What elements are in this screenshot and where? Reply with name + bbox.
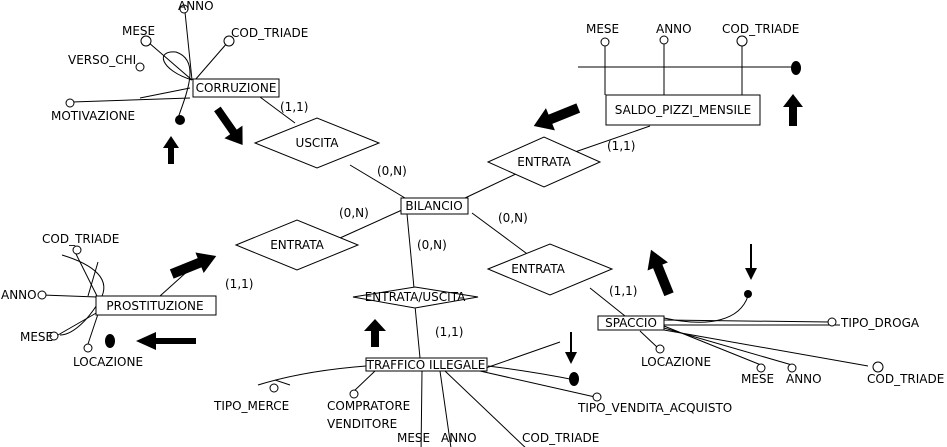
relation-uscita: USCITA: [253, 117, 381, 169]
attr-corruzione-anno: ANNO: [178, 0, 214, 13]
corruzione-label: CORRUZIONE: [196, 81, 277, 95]
traffico-label: TRAFFICO ILLEGALE: [366, 358, 486, 372]
relation-entrata-left: ENTRATA: [234, 219, 360, 271]
attr-corruzione-verso-chi: VERSO_CHI: [68, 53, 136, 67]
card-bilancio-right: (0,N): [498, 211, 528, 225]
attr-prostituzione-cod-triade: COD_TRIADE: [42, 232, 119, 246]
attr-saldo-anno: ANNO: [656, 22, 692, 36]
relation-entrata-top: ENTRATA: [486, 136, 602, 188]
card-bilancio-left: (0,N): [339, 206, 369, 220]
attr-spaccio-locazione: LOCAZIONE: [641, 355, 711, 369]
prostituzione-label: PROSTITUZIONE: [106, 299, 203, 313]
card-bilancio-bottom: (0,N): [417, 238, 447, 252]
arrow-up-icon: [163, 136, 179, 164]
arrow-left-down-icon: [533, 103, 581, 131]
attr-prostituzione-anno: ANNO: [1, 288, 37, 302]
spaccio-label: SPACCIO: [605, 316, 657, 330]
entity-bilancio: BILANCIO: [400, 197, 469, 215]
corruzione-attributes: [65, 4, 235, 125]
attr-spaccio-anno: ANNO: [786, 372, 822, 386]
card-bilancio-uscita: (0,N): [377, 164, 407, 178]
arrow-right-down-icon: [214, 106, 243, 146]
cardinality-labels: (1,1) (0,N) (1,1) (0,N) (0,N) (0,N) (1,1…: [225, 100, 637, 339]
entity-saldo: SALDO_PIZZI_MENSILE: [605, 94, 761, 126]
arrow-left-icon: [136, 332, 196, 350]
relation-entrata-uscita: ENTRATA/USCITA: [352, 286, 479, 309]
relation-entrata-right: ENTRATA: [486, 243, 614, 296]
card-corruzione-uscita: (1,1): [280, 100, 308, 114]
attr-traffico-anno: ANNO: [441, 431, 477, 445]
attr-spaccio-mese: MESE: [741, 372, 774, 386]
attr-corruzione-cod-triade: COD_TRIADE: [231, 26, 308, 40]
entity-traffico: TRAFFICO ILLEGALE: [365, 357, 488, 372]
saldo-label: SALDO_PIZZI_MENSILE: [615, 103, 752, 117]
attr-corruzione-mese: MESE: [122, 24, 155, 38]
entrata-top-label: ENTRATA: [517, 155, 571, 169]
saldo-attribute-labels: MESE ANNO COD_TRIADE: [586, 22, 799, 36]
arrow-right-up-icon: [169, 252, 217, 279]
attr-saldo-mese: MESE: [586, 22, 619, 36]
uscita-label: USCITA: [296, 136, 340, 150]
attr-traffico-tipo-merce: TIPO_MERCE: [213, 399, 289, 413]
entity-corruzione: CORRUZIONE: [192, 78, 280, 98]
entity-prostituzione: PROSTITUZIONE: [95, 295, 217, 316]
annotation-arrows: [136, 94, 803, 364]
attr-prostituzione-locazione: LOCAZIONE: [73, 355, 143, 369]
attr-traffico-tipo-vendita: TIPO_VENDITA_ACQUISTO: [577, 401, 732, 415]
attr-traffico-mese: MESE: [397, 431, 430, 445]
traffico-attribute-labels: TIPO_MERCE COMPRATORE VENDITORE MESE ANN…: [213, 399, 732, 445]
card-prostituzione-entrata: (1,1): [225, 277, 253, 291]
arrow-down-icon: [745, 244, 757, 280]
attr-spaccio-cod-triade: COD_TRIADE: [867, 372, 944, 386]
saldo-attributes: [578, 35, 801, 95]
arrow-up-icon: [364, 319, 386, 347]
attr-spaccio-tipo-droga: TIPO_DROGA: [840, 316, 920, 330]
bilancio-label: BILANCIO: [405, 199, 462, 213]
spaccio-attribute-labels: LOCAZIONE MESE ANNO TIPO_DROGA COD_TRIAD…: [641, 316, 944, 386]
attr-corruzione-motivazione: MOTIVAZIONE: [51, 109, 135, 123]
entrata-right-label: ENTRATA: [511, 262, 565, 276]
arrow-down-icon: [565, 332, 577, 364]
attr-traffico-cod-triade: COD_TRIADE: [522, 431, 599, 445]
attr-traffico-compratore: COMPRATORE: [327, 399, 410, 413]
prostituzione-attribute-labels: COD_TRIADE ANNO MESE LOCAZIONE: [1, 232, 143, 369]
card-saldo-entrata: (1,1): [607, 139, 635, 153]
attr-saldo-cod-triade: COD_TRIADE: [722, 22, 799, 36]
entrata-left-label: ENTRATA: [270, 238, 324, 252]
traffico-attributes: [257, 341, 602, 447]
card-spaccio-entrata: (1,1): [609, 284, 637, 298]
corruzione-attribute-labels: ANNO MESE COD_TRIADE VERSO_CHI MOTIVAZIO…: [51, 0, 308, 123]
arrow-up-left-icon: [647, 249, 674, 297]
entrata-uscita-label: ENTRATA/USCITA: [365, 290, 466, 304]
card-traffico-relation: (1,1): [435, 325, 463, 339]
arrow-up-icon: [783, 94, 803, 126]
entity-spaccio: SPACCIO: [597, 315, 665, 331]
attr-traffico-venditore: VENDITORE: [327, 417, 397, 431]
attr-prostituzione-mese: MESE: [20, 330, 53, 344]
